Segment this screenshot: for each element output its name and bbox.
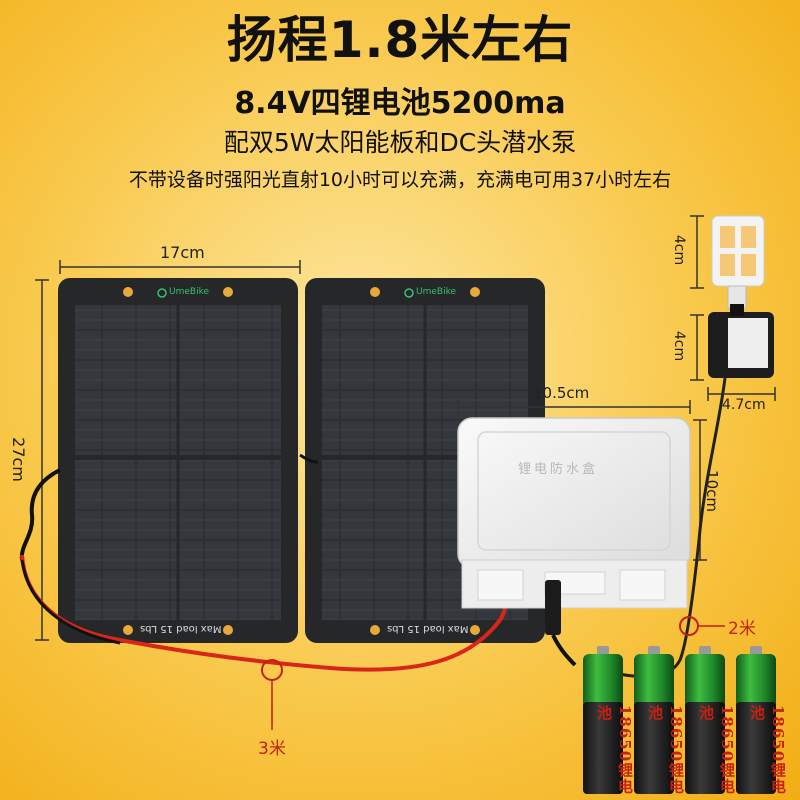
- included-items-line: 配双5W太阳能板和DC头潜水泵: [223, 128, 577, 157]
- battery-3-label: 18650锂电池: [697, 705, 736, 795]
- battery-1-label: 18650锂电池: [595, 705, 634, 795]
- subtitle-battery-spec: 8.4V四锂电池5200ma: [234, 86, 566, 121]
- box-height-label: 10cm: [702, 470, 721, 512]
- box-label: 锂电防水盒: [518, 462, 599, 477]
- dimension-nozzle-height: [690, 215, 704, 289]
- panel-right-footer: Max load 15 Lbs: [387, 623, 469, 634]
- panel-link-cable: [19, 468, 61, 561]
- dc-connector: [545, 580, 561, 635]
- fountain-nozzle: [711, 215, 765, 309]
- battery-3: [685, 646, 725, 794]
- nozzle-height-label: 4cm: [671, 234, 688, 266]
- panel-left-footer: Max load 15 Lbs: [140, 623, 222, 634]
- headline-lift-height: 扬程1.8米左右: [226, 11, 574, 69]
- dimension-pump-width: [707, 387, 776, 401]
- dimension-box-width: [457, 400, 691, 414]
- battery-1: [583, 646, 623, 794]
- box-width-label: 10.5cm: [533, 384, 590, 402]
- battery-2: [634, 646, 674, 794]
- dimension-panel-height: [35, 279, 49, 641]
- dimension-pump-height: [690, 314, 704, 381]
- panel-left-brand: UmeBike: [169, 287, 209, 297]
- pump-width-label: 4.7cm: [722, 397, 766, 413]
- charge-time-line: 不带设备时强阳光直射10小时可以充满，充满电可用37小时左右: [128, 169, 672, 191]
- battery-4: [736, 646, 776, 794]
- submersible-pump: [708, 304, 774, 378]
- panel-cable-length-label: 3米: [258, 739, 286, 759]
- battery-4-label: 18650锂电池: [748, 705, 787, 795]
- battery-2-label: 18650锂电池: [646, 705, 685, 795]
- panel-width-label: 17cm: [160, 243, 205, 262]
- panel-height-label: 27cm: [8, 437, 28, 482]
- solar-panel-left: [58, 278, 298, 643]
- panel-right-brand: UmeBike: [416, 287, 456, 297]
- dimension-panel-width: [59, 260, 301, 274]
- battery-box: [457, 417, 691, 609]
- pump-cable-length-label: 2米: [728, 619, 756, 639]
- pump-height-label: 4cm: [671, 330, 688, 362]
